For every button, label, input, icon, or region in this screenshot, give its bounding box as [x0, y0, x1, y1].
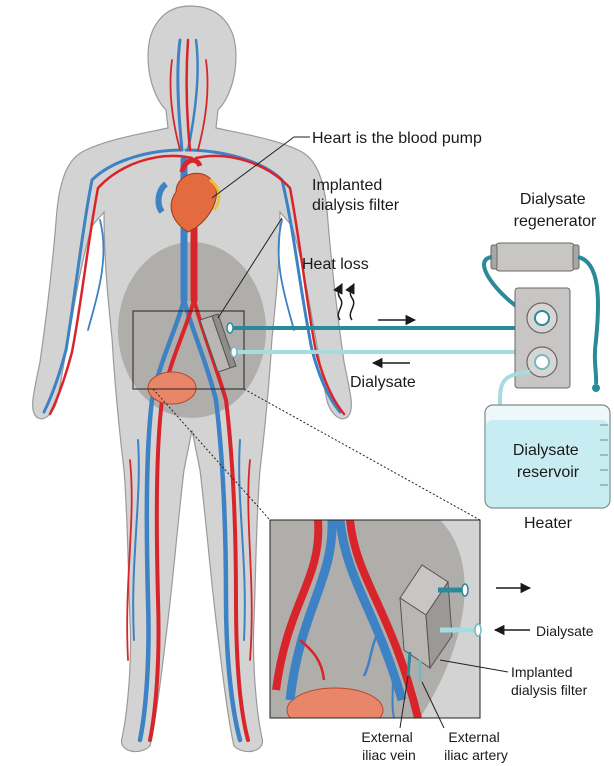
heart-pump-label: Heart is the blood pump	[312, 130, 482, 147]
regenerator-device	[491, 243, 579, 271]
regenerator-label-line2: regenerator	[514, 213, 597, 230]
regenerator-label: Dialysate regenerator	[514, 191, 597, 230]
inset-port-top	[462, 584, 468, 596]
heat-loss-icon	[338, 284, 354, 320]
tube-port-bottom	[231, 347, 237, 357]
artery-label: External iliac artery	[444, 729, 508, 763]
implanted-filter-label-line1: Implanted	[312, 177, 382, 194]
vein-label-line1: External	[361, 729, 412, 745]
regenerator-tube-right	[578, 257, 598, 384]
heat-loss-label: Heat loss	[302, 256, 369, 273]
inset-dialysate-label: Dialysate	[536, 623, 594, 639]
reservoir-label-line2: reservoir	[517, 464, 580, 481]
inset-port-bottom	[475, 624, 481, 636]
dialysate-return-label: Dialysate	[350, 374, 416, 391]
tube-port-top	[227, 323, 233, 333]
inset-filter-label-line1: Implanted	[511, 664, 572, 680]
vein-label-line2: iliac vein	[362, 747, 416, 763]
regenerator-label-line1: Dialysate	[520, 191, 586, 208]
implanted-filter-label-line2: dialysis filter	[312, 197, 400, 214]
reservoir-label-line1: Dialysate	[513, 442, 579, 459]
inset-detail	[270, 520, 480, 732]
inset-filter-label-line2: dialysis filter	[511, 682, 588, 698]
drip	[592, 384, 600, 392]
zoom-leader-right	[244, 389, 480, 520]
heater-label: Heater	[524, 515, 573, 532]
vein-label: External iliac vein	[361, 729, 416, 763]
artery-label-line2: iliac artery	[444, 747, 508, 763]
inset-filter-label: Implanted dialysis filter	[511, 664, 588, 698]
bladder	[148, 372, 196, 404]
artery-label-line1: External	[448, 729, 499, 745]
